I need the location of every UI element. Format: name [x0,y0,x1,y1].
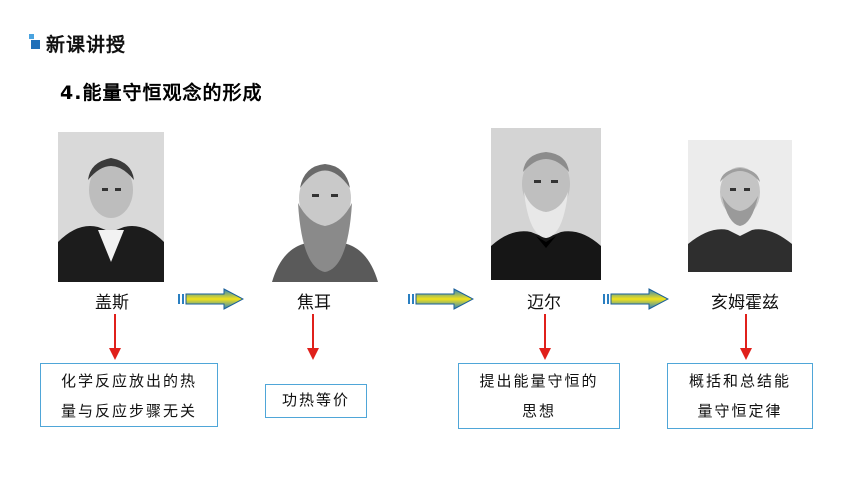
section-bullet-icon [28,30,42,50]
contribution-box-joule: 功热等价 [265,384,367,418]
contribution-box-helmholtz: 概括和总结能 量守恒定律 [667,363,813,429]
right-arrow-icon [178,288,244,310]
name-helmholtz: 亥姆霍兹 [711,293,779,313]
section-title: 新课讲授 [46,34,127,56]
portrait-helmholtz [688,140,792,272]
contribution-line: 思想 [521,402,556,420]
contribution-line: 量与反应步骤无关 [60,402,197,420]
contribution-line: 量守恒定律 [697,402,783,420]
contribution-line: 化学反应放出的热 [60,372,197,390]
portrait-hess [58,132,164,282]
portrait-joule [262,148,388,282]
down-arrow-icon [109,314,121,360]
contribution-line: 功热等价 [281,391,350,409]
name-joule: 焦耳 [297,293,331,313]
down-arrow-icon [307,314,319,360]
topic-title: 4.能量守恒观念的形成 [60,82,263,104]
right-arrow-icon [408,288,474,310]
name-hess: 盖斯 [95,293,129,313]
portrait-mayer [491,128,601,280]
contribution-box-mayer: 提出能量守恒的 思想 [458,363,620,429]
contribution-line: 概括和总结能 [688,372,791,390]
name-mayer: 迈尔 [527,293,561,313]
down-arrow-icon [740,314,752,360]
contribution-line: 提出能量守恒的 [479,372,599,390]
contribution-box-hess: 化学反应放出的热 量与反应步骤无关 [40,363,218,427]
right-arrow-icon [603,288,669,310]
down-arrow-icon [539,314,551,360]
